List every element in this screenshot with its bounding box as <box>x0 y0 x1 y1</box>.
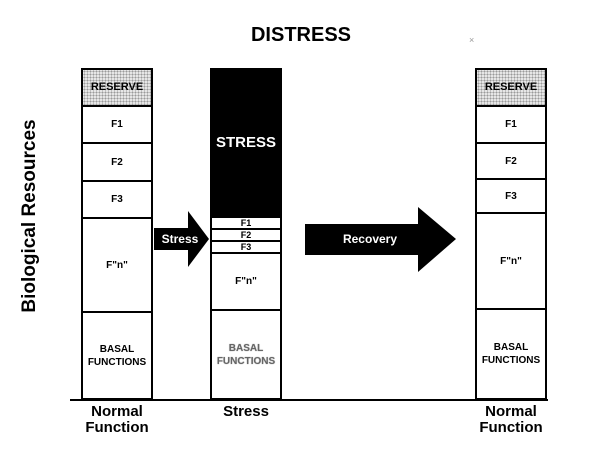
baseline <box>70 399 548 401</box>
stress-fn-cell: F"n" <box>212 254 280 311</box>
stress-basal-functions-cell: BASAL FUNCTIONS <box>216 342 276 367</box>
stress-f1-cell: F1 <box>212 218 280 230</box>
recovered-normal-function-column: RESERVE F1 F2 F3 F"n" BASAL FUNCTIONS <box>475 68 547 400</box>
f3-cell: F3 <box>83 182 151 219</box>
recovered-f1-cell: F1 <box>477 107 545 144</box>
recovered-f3-cell: F3 <box>477 180 545 214</box>
f1-cell: F1 <box>83 107 151 144</box>
recovered-fn-cell: F"n" <box>477 214 545 310</box>
recovered-reserve-cell: RESERVE <box>477 70 545 107</box>
stress-arrow-label: Stress <box>161 232 199 246</box>
stress-block: STRESS <box>210 68 282 218</box>
f2-cell: F2 <box>83 144 151 182</box>
x-label-recovered-normal-function: Normal Function <box>479 403 543 436</box>
stress-column: STRESS F1 F2 F3 F"n" BASAL FUNCTIONS <box>210 68 282 400</box>
recovery-arrow-label: Recovery <box>342 232 398 246</box>
normal-function-column: RESERVE F1 F2 F3 F"n" BASAL FUNCTIONS <box>81 68 153 400</box>
recovery-arrow: Recovery <box>305 207 456 272</box>
y-axis-label: Biological Resources <box>19 119 40 313</box>
stress-f3-cell: F3 <box>212 242 280 254</box>
x-label-stress: Stress <box>223 403 269 420</box>
diagram-title: DISTRESS <box>250 24 352 46</box>
stress-arrow: Stress <box>154 211 209 267</box>
close-mark-icon: × <box>469 35 475 45</box>
stress-f2-cell: F2 <box>212 230 280 242</box>
recovery-arrow-icon <box>305 207 456 272</box>
fn-cell: F"n" <box>83 219 151 313</box>
x-label-normal-function: Normal Function <box>85 403 149 436</box>
recovered-f2-cell: F2 <box>477 144 545 180</box>
stress-arrow-icon <box>154 211 209 267</box>
reserve-cell: RESERVE <box>83 70 151 107</box>
basal-functions-cell: BASAL FUNCTIONS <box>87 343 147 368</box>
recovered-basal-functions-cell: BASAL FUNCTIONS <box>481 342 541 366</box>
